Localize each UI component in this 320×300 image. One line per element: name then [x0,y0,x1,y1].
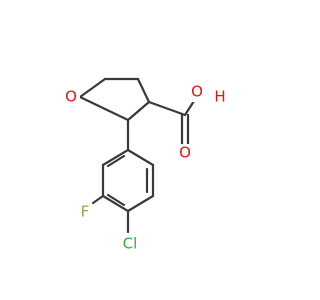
atom-labels-layer: O O H O F Cl [63,83,226,253]
bond-ar-1-2 [126,148,155,167]
bond-ring-ch2-c3 [136,77,151,104]
hydroxyl-hydrogen-label: H [214,88,225,106]
hydroxyl-oxygen-label: O [191,83,203,101]
bond-ar-inner-b [106,193,126,207]
bond-ar-4-5 [101,194,130,213]
carbonyl-oxygen-label: O [179,144,191,162]
bond-ar-3-4 [126,194,155,213]
ring-oxygen-label-bg [63,88,80,106]
bond-ar-inner-c [106,154,126,168]
bond-carboxyl-oh [183,99,196,117]
bond-ring-c2-o [78,95,130,122]
chlorine-label: Cl [123,235,138,253]
bond-c3-carboxyl [147,100,187,117]
bonds-layer [78,77,196,234]
ring-oxygen-label: O [65,88,77,106]
bond-ring-o-ch2 [78,77,107,99]
bond-ring-c3-c2 [126,100,151,122]
bond-ar-fluoro [91,194,105,205]
hydroxyl-oxygen-label-bg [190,84,205,102]
fluorine-label: F [81,203,90,221]
molecule-structure-canvas: O O H O F Cl [63,77,226,253]
bond-ar-6-1 [101,148,130,167]
carbonyl-oxygen-label-bg [177,144,193,163]
